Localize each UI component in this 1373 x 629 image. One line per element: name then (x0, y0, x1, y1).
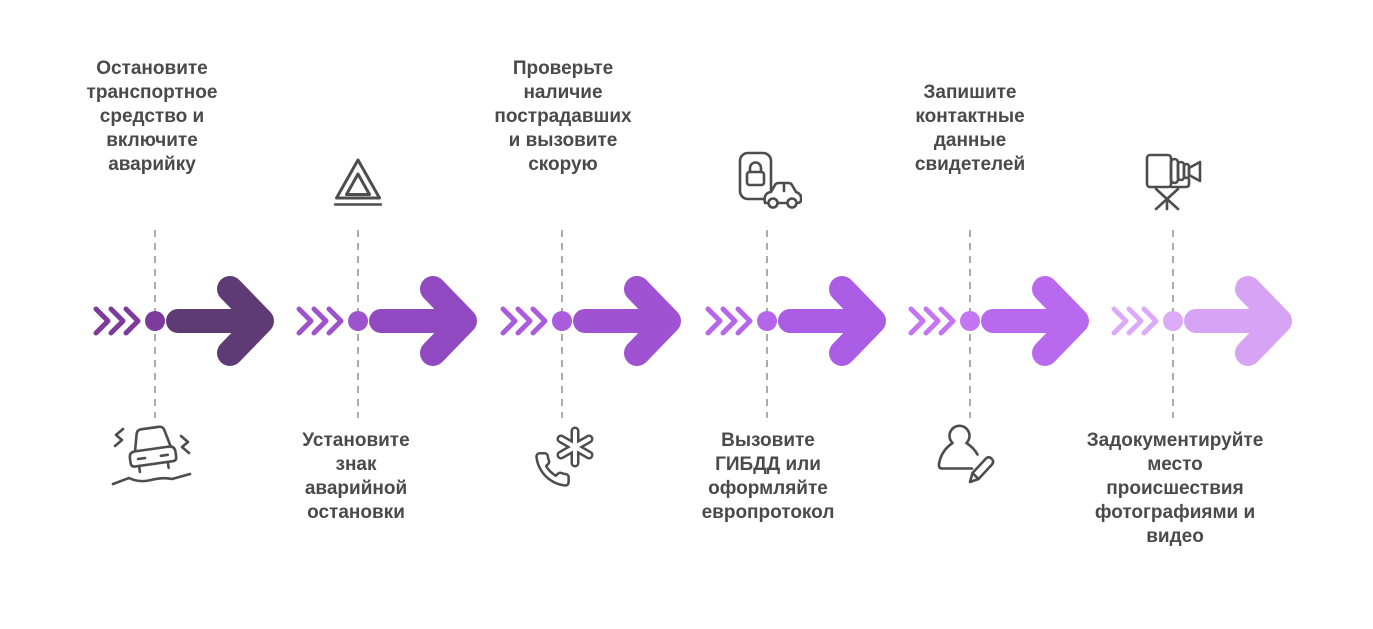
car-accident-icon (111, 425, 192, 486)
car-document-lock-icon (738, 151, 802, 209)
video-camera-icon (1145, 153, 1202, 211)
flow-arrow-6 (1111, 276, 1292, 366)
flow-arrow-1 (93, 276, 274, 366)
emergency-call-icon (535, 426, 594, 487)
flow-arrow-3 (500, 276, 681, 366)
flow-arrow-5 (908, 276, 1089, 366)
step-6-label: Задокументируйте место происшествия фото… (1086, 430, 1264, 547)
flow-arrow-4 (705, 276, 886, 366)
warning-triangle-icon (333, 158, 383, 206)
step-3-label: Проверьте наличие пострадавших и вызовит… (494, 58, 632, 175)
witness-pencil-icon (937, 424, 995, 484)
flow-arrow-2 (296, 276, 477, 366)
step-4-label: Вызовите ГИБДД или оформляйте европроток… (701, 430, 835, 523)
step-5-label: Запишите контактные данные свидетелей (914, 82, 1026, 175)
step-2-label: Установите знак аварийной остановки (302, 430, 410, 523)
step-1-label: Остановите транспортное средство и включ… (86, 58, 218, 175)
